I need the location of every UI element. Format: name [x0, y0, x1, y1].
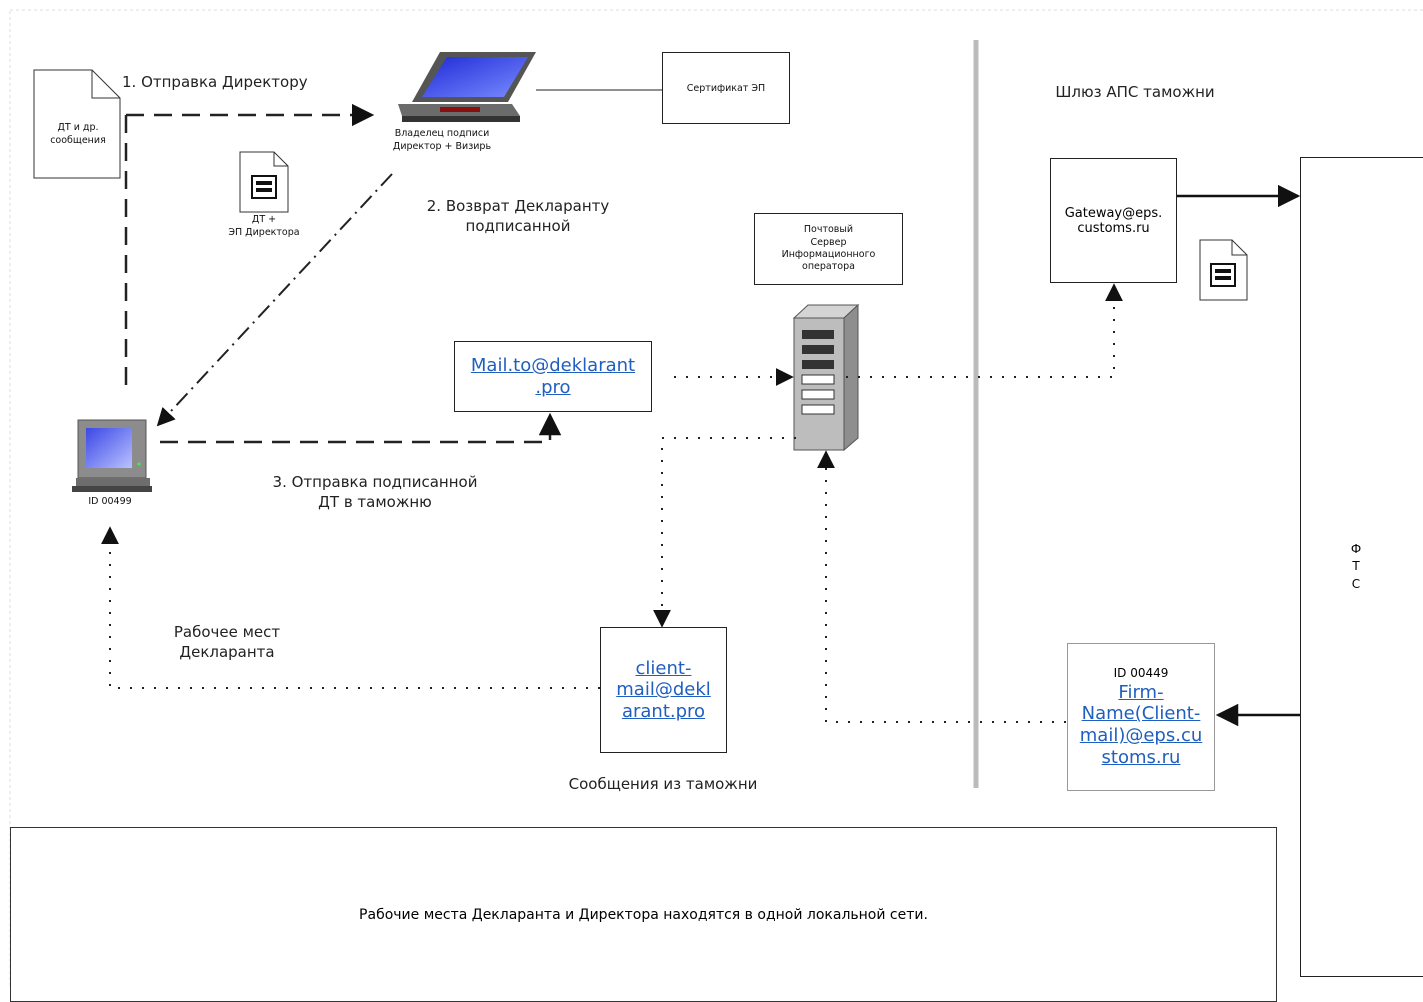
arrow-clientmail-declarant	[101, 526, 600, 689]
arrow-step2	[156, 173, 393, 427]
step2-label: 2. Возврат Декларанту подписанной	[426, 197, 610, 236]
client-mail-box[interactable]: client- mail@dekl arant.pro	[600, 627, 727, 753]
certificate-label: Сертификат ЭП	[686, 82, 766, 94]
arrow-step3	[160, 412, 562, 444]
gateway-label: Gateway@eps. customs.ru	[1064, 205, 1163, 236]
arrow-server-gateway	[846, 283, 1123, 378]
document-icon[interactable]	[33, 69, 121, 179]
arrow-firmmail-server	[817, 450, 1066, 723]
server-icon[interactable]	[792, 303, 860, 452]
firm-mail-box[interactable]: ID 00449 Firm- Name(Client- mail)@eps.cu…	[1067, 643, 1215, 791]
certificate-box[interactable]: Сертификат ЭП	[662, 52, 790, 124]
gateway-document-icon[interactable]	[1199, 239, 1248, 301]
gateway-zone-label: Шлюз АПС таможни	[1055, 83, 1215, 101]
laptop-icon[interactable]	[398, 52, 536, 122]
mail-to-box[interactable]: Mail.to@deklarant .pro	[454, 341, 652, 412]
declarant-id-label: ID 00499	[88, 496, 132, 507]
gateway-box[interactable]: Gateway@eps. customs.ru	[1050, 158, 1177, 283]
mail-server-box[interactable]: Почтовый Сервер Информационного оператор…	[754, 213, 903, 285]
step1-label: 1. Отправка Директору	[122, 73, 308, 91]
director-label: Владелец подписи Директор + Визирь	[392, 128, 492, 152]
client-mail-link[interactable]: client- mail@dekl arant.pro	[616, 657, 711, 722]
page-frame	[9, 9, 1423, 989]
mail-server-label: Почтовый Сервер Информационного оператор…	[781, 224, 876, 273]
network-note-box: Рабочие места Декларанта и Директора нах…	[10, 827, 1277, 1002]
signed-doc-label: ДТ + ЭП Директора	[228, 214, 300, 238]
desktop-computer-icon[interactable]	[72, 419, 152, 492]
signed-document-icon[interactable]	[239, 151, 289, 213]
firm-mail-link[interactable]: Firm- Name(Client- mail)@eps.cu stoms.ru	[1079, 681, 1203, 768]
workplace-label: Рабочее мест Декларанта	[173, 623, 281, 662]
mail-to-link[interactable]: Mail.to@deklarant .pro	[470, 354, 636, 398]
arrow-server-clientmail	[653, 437, 796, 628]
fts-box[interactable]: Ф Т С	[1300, 157, 1423, 977]
document-label: ДТ и др. сообщения	[50, 122, 106, 146]
messages-label: Сообщения из таможни	[568, 775, 758, 793]
network-note-label: Рабочие места Декларанта и Директора нах…	[359, 906, 928, 923]
step3-label: 3. Отправка подписанной ДТ в таможню	[272, 473, 478, 512]
fts-label: Ф Т С	[1350, 541, 1362, 591]
firm-id-label: ID 00449	[1113, 665, 1169, 680]
